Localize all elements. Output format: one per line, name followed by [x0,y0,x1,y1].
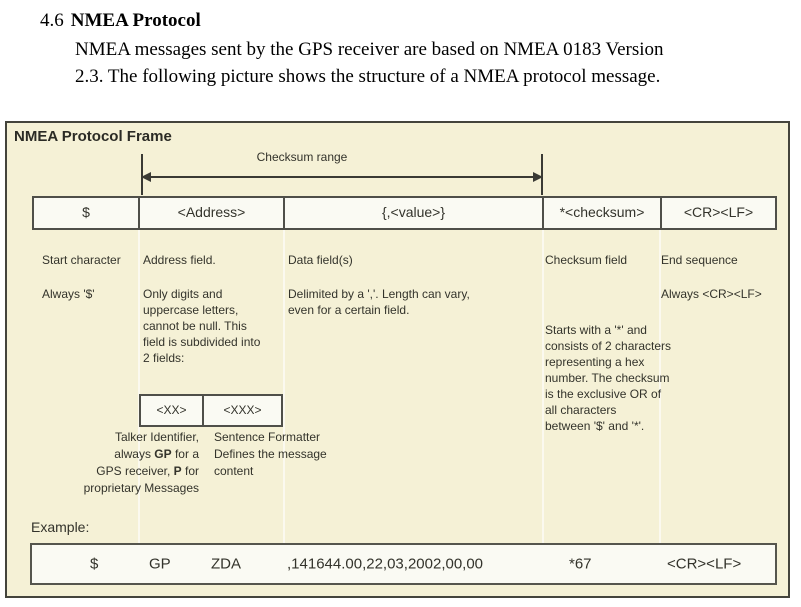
example-data-fields: ,141644.00,22,03,2002,00,00 [287,555,484,573]
talker-id-caption: Talker Identifier, always GP for a GPS r… [45,429,199,497]
section-heading: 4.6 NMEA Protocol [40,10,201,32]
arrowhead-right-icon [533,172,543,182]
column-separator [138,230,140,544]
talker-caption-line3-post: for [181,464,199,478]
desc-body-checksum: Starts with a '*' and consists of 2 char… [545,323,672,433]
sentence-formatter-caption: Sentence Formatter Defines the message c… [214,430,327,478]
desc-body-end: Always <CR><LF> [661,287,762,301]
column-separator [659,230,661,544]
desc-body-start: Always '$' [42,287,95,301]
field-box-data: {,<value>} [283,198,542,228]
talker-caption-line4: proprietary Messages [83,481,199,495]
frame-field-row: $ <Address> {,<value>} *<checksum> <CR><… [32,196,777,230]
arrowhead-left-icon [141,172,151,182]
talker-caption-line3-bold: P [173,464,182,478]
desc-body-address: Only digits and uppercase letters, canno… [143,287,261,365]
talker-caption-line1: Talker Identifier, [114,430,199,444]
section-intro-paragraph: NMEA messages sent by the GPS receiver a… [75,39,664,87]
example-checksum: *67 [569,555,592,573]
column-separator [542,230,544,544]
sentence-formatter-box: <XXX> [202,394,283,427]
section-title: NMEA Protocol [70,10,201,31]
field-box-end: <CR><LF> [660,198,775,228]
field-box-address: <Address> [138,198,283,228]
desc-title-data: Data field(s) [288,253,353,267]
column-separator [283,230,285,544]
talker-caption-line3-pre: GPS receiver, [96,464,174,478]
talker-caption-line2-pre: always [114,447,155,461]
field-box-start: $ [82,204,90,220]
diagram-title: NMEA Protocol Frame [14,128,172,145]
checksum-range-arrow [147,176,537,178]
talker-caption-line2-bold: GP [154,447,172,461]
checksum-range-label: Checksum range [256,150,348,164]
desc-title-start: Start character [42,253,121,267]
desc-title-address: Address field. [143,253,216,267]
example-end-sequence: <CR><LF> [667,555,742,573]
field-box-checksum: *<checksum> [542,198,660,228]
example-start-char: $ [90,555,99,573]
section-number: 4.6 [40,10,64,31]
example-sentence-formatter: ZDA [211,555,241,573]
desc-title-checksum: Checksum field [545,253,628,267]
example-label: Example: [31,519,90,535]
talker-caption-line2-post: for a [171,447,199,461]
example-talker-id: GP [149,555,171,573]
talker-id-box: <XX> [139,394,204,427]
desc-body-data: Delimited by a ','. Length can vary, eve… [288,287,470,317]
example-message-box: $ GP ZDA ,141644.00,22,03,2002,00,00 *67… [30,543,777,585]
desc-title-end: End sequence [661,253,738,267]
nmea-protocol-frame-diagram: NMEA Protocol Frame Checksum range $ <Ad… [5,121,790,598]
